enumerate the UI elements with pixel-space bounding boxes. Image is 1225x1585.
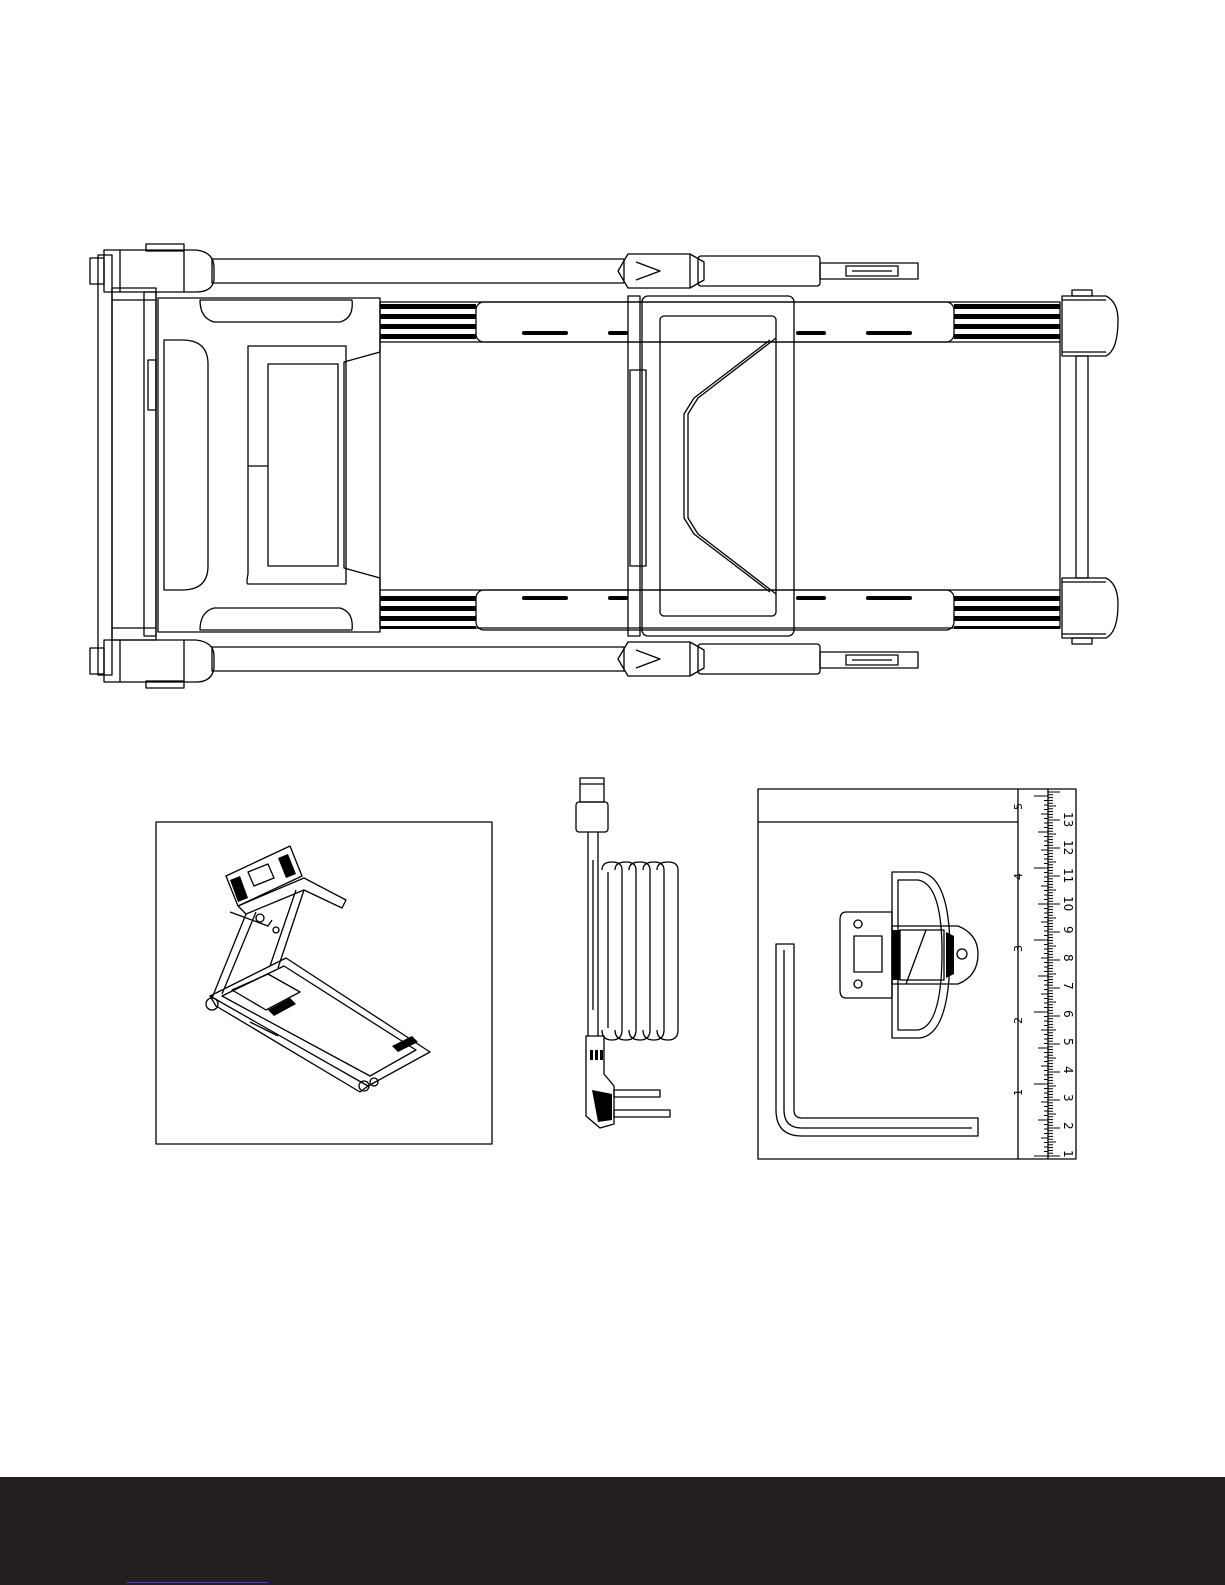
cm-label: 5 <box>1061 1038 1075 1046</box>
inch-label: 4 <box>1012 873 1025 880</box>
inch-label: 5 <box>1012 803 1025 810</box>
cm-scale-labels: 1 2 3 4 5 6 7 8 9 10 11 12 13 <box>1061 812 1075 1158</box>
inch-label: 2 <box>1012 1017 1025 1024</box>
cm-label: 3 <box>1061 1094 1075 1102</box>
inch-label: 1 <box>1012 1089 1025 1096</box>
cm-label: 1 <box>1061 1150 1075 1158</box>
cm-label: 7 <box>1061 982 1075 990</box>
cm-label: 4 <box>1061 1066 1075 1074</box>
safety-key-wrench-ruler-panel <box>758 789 1076 1159</box>
treadmill-isometric-panel <box>156 822 492 1144</box>
cm-label: 8 <box>1061 954 1075 962</box>
cm-label: 10 <box>1061 896 1075 911</box>
deck-side-rail-stripes <box>380 304 1060 629</box>
cm-label: 9 <box>1061 926 1075 934</box>
cm-label: 12 <box>1061 840 1075 855</box>
ruler-tick-marks <box>1034 792 1060 1156</box>
cm-label: 11 <box>1061 868 1075 883</box>
treadmill-top-view <box>90 244 1118 688</box>
inch-label: 3 <box>1012 945 1025 952</box>
cm-label: 13 <box>1061 812 1075 827</box>
footer-bar <box>0 1477 1225 1585</box>
cm-label: 2 <box>1061 1122 1075 1130</box>
cm-label: 6 <box>1061 1010 1075 1018</box>
power-cord-illustration <box>576 778 678 1128</box>
footer-link-underline[interactable] <box>126 1582 268 1583</box>
